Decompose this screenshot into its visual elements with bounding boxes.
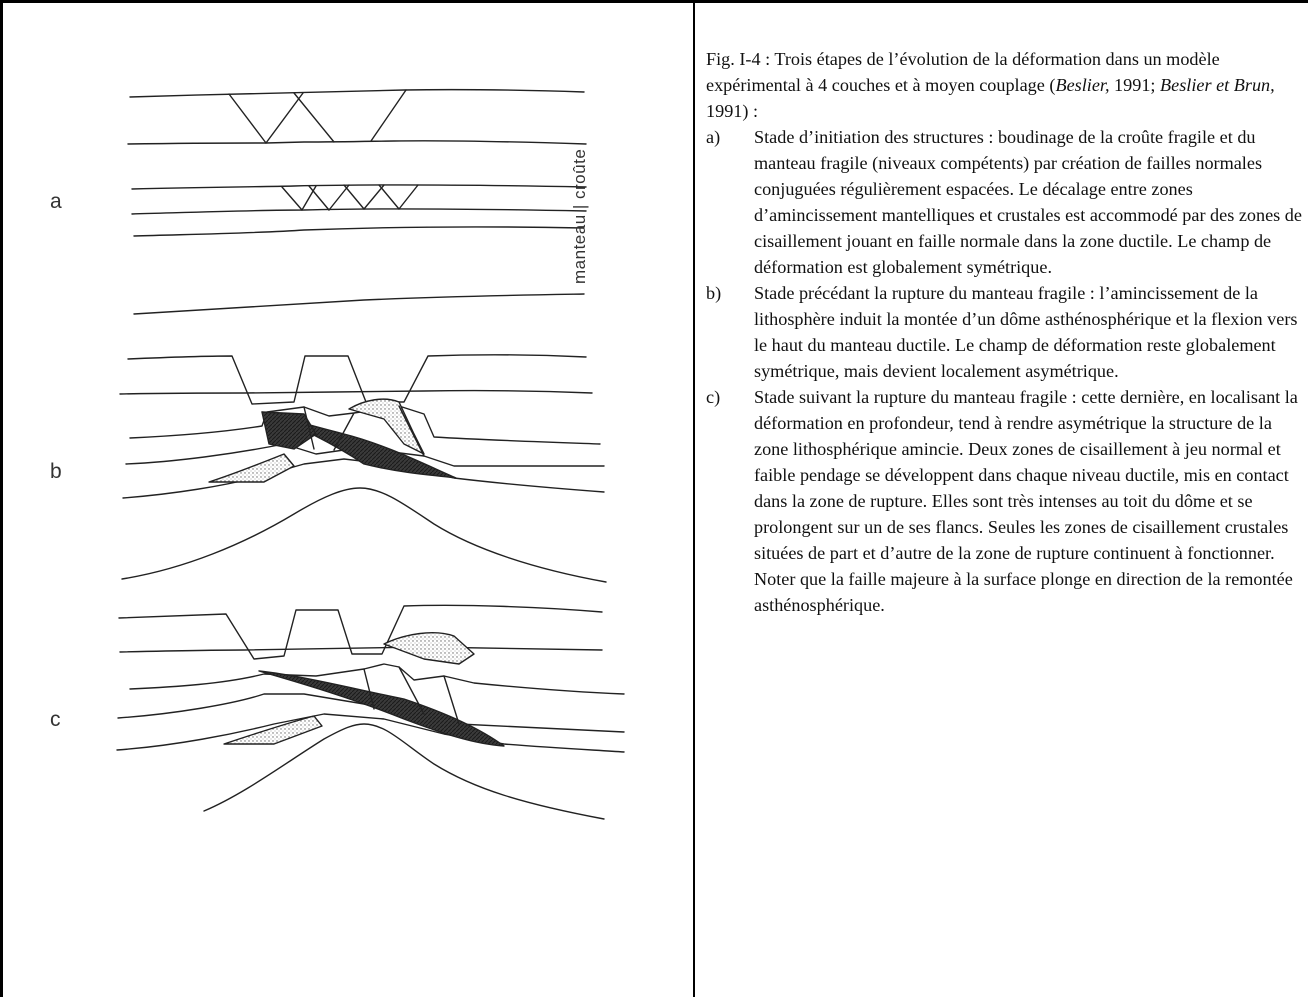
layer-axis-label: manteau | croûte: [570, 148, 589, 284]
panel-label-b: b: [50, 460, 62, 483]
figure-panel: a b c manteau | croûte: [4, 4, 692, 997]
caption-heading-part-1: Fig. I-4 : Trois étapes de l’évolution d…: [706, 49, 1220, 95]
caption-item-list: a) Stade d’initiation des structures : b…: [706, 124, 1302, 618]
item-marker: b): [706, 283, 722, 303]
panel-c-drawing: [116, 604, 625, 820]
item-text: Stade suivant la rupture du manteau frag…: [754, 387, 1298, 615]
item-text: Stade d’initiation des structures : boud…: [754, 127, 1302, 277]
caption-item-b: b) Stade précédant la rupture du manteau…: [706, 280, 1302, 384]
deformation-model-drawing: [116, 88, 625, 820]
caption-item-c: c) Stade suivant la rupture du manteau f…: [706, 384, 1302, 618]
caption-heading: Fig. I-4 : Trois étapes de l’évolution d…: [706, 46, 1302, 124]
panel-a-drawing: [127, 88, 587, 315]
item-text: Stade précédant la rupture du manteau fr…: [754, 283, 1298, 381]
caption-reference-2: Beslier et Brun,: [1160, 75, 1275, 95]
panel-label-a: a: [50, 190, 62, 213]
item-marker: a): [706, 127, 721, 147]
panel-label-c: c: [50, 708, 61, 731]
panel-b-drawing: [119, 354, 607, 583]
caption-heading-part-2: 1991;: [1109, 75, 1161, 95]
caption-item-a: a) Stade d’initiation des structures : b…: [706, 124, 1302, 280]
caption-heading-part-3: 1991) :: [706, 101, 759, 121]
caption-reference-1: Beslier,: [1055, 75, 1110, 95]
item-marker: c): [706, 387, 721, 407]
figure-caption: Fig. I-4 : Trois étapes de l’évolution d…: [706, 46, 1302, 618]
column-divider: [693, 0, 695, 997]
